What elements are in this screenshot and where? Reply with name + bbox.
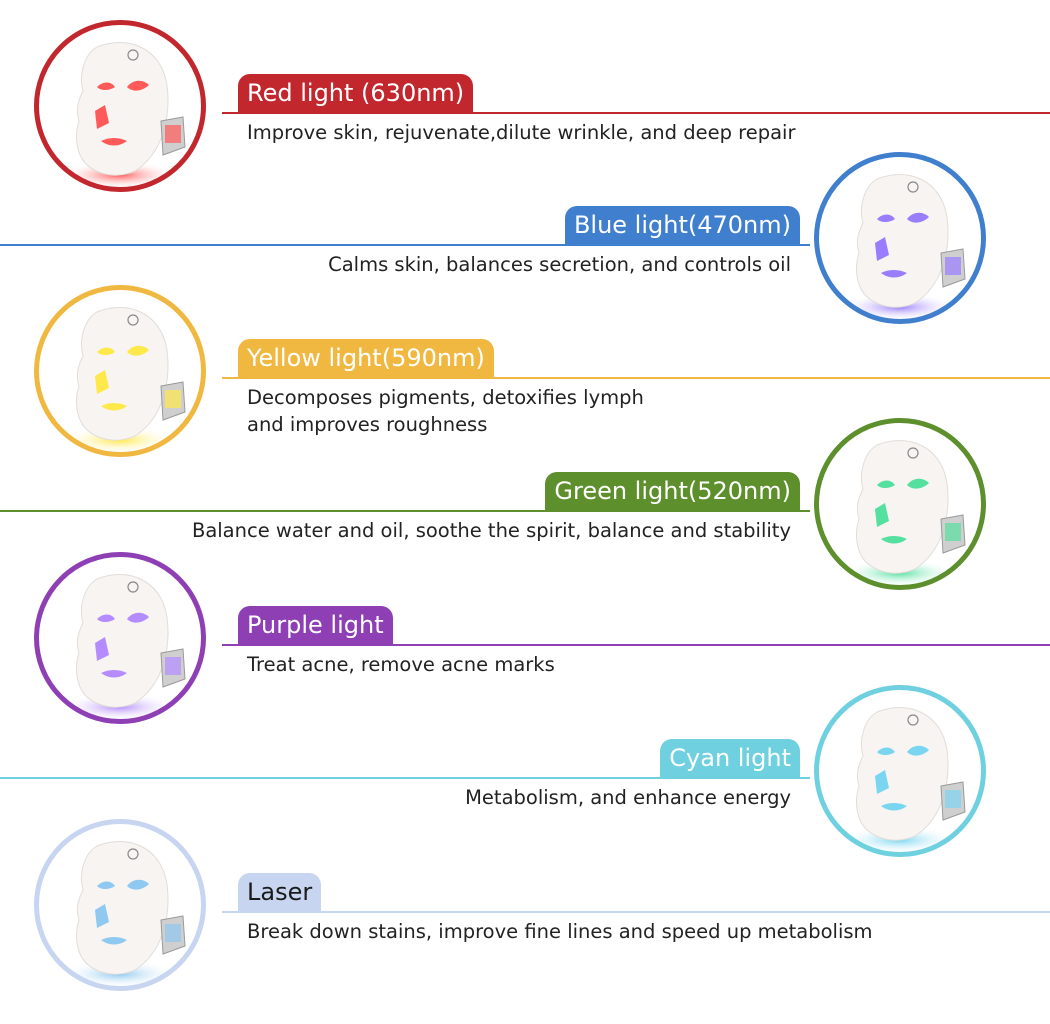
led-mask-icon xyxy=(839,707,966,852)
mask-image xyxy=(34,20,206,192)
divider-line xyxy=(222,644,1050,646)
light-description: Treat acne, remove acne marks xyxy=(247,653,555,676)
light-description: Improve skin, rejuvenate,dilute wrinkle,… xyxy=(247,121,796,144)
light-title: Red light (630nm) xyxy=(238,74,474,113)
mask-image xyxy=(814,685,986,857)
light-row: Blue light(470nm) Calms skin, balances se… xyxy=(0,152,1050,324)
light-row: Yellow light(590nm) Decomposes pigments, … xyxy=(0,285,1050,457)
light-description: Break down stains, improve fine lines an… xyxy=(247,920,873,943)
led-mask-icon xyxy=(59,574,186,719)
light-title: Green light(520nm) xyxy=(545,472,800,511)
divider-line xyxy=(222,911,1050,913)
mask-image xyxy=(34,819,206,991)
light-title: Cyan light xyxy=(660,739,800,778)
light-description: Metabolism, and enhance energy xyxy=(465,786,791,809)
led-mask-icon xyxy=(59,307,186,452)
light-title: Purple light xyxy=(238,606,393,645)
led-mask-icon xyxy=(59,841,186,986)
led-mask-icon xyxy=(59,42,186,187)
divider-line xyxy=(222,377,1050,379)
light-description: Decomposes pigments, detoxifies lymph xyxy=(247,386,644,409)
divider-line xyxy=(222,112,1050,114)
led-mask-icon xyxy=(839,174,966,319)
divider-line xyxy=(0,244,810,246)
light-row: Red light (630nm) Improve skin, rejuvenat… xyxy=(0,20,1050,192)
light-description: Balance water and oil, soothe the spirit… xyxy=(191,519,791,542)
light-title: Laser xyxy=(238,873,322,912)
light-description: and improves roughness xyxy=(247,413,488,436)
mask-image xyxy=(34,552,206,724)
mask-image xyxy=(34,285,206,457)
light-row: Green light(520nm) Balance water and oil,… xyxy=(0,418,1050,590)
light-title: Yellow light(590nm) xyxy=(238,339,494,378)
led-mask-icon xyxy=(839,440,966,585)
divider-line xyxy=(0,510,810,512)
divider-line xyxy=(0,777,810,779)
mask-image xyxy=(814,152,986,324)
mask-image xyxy=(814,418,986,590)
light-title: Blue light(470nm) xyxy=(564,206,800,245)
light-description: Calms skin, balances secretion, and cont… xyxy=(328,253,791,276)
